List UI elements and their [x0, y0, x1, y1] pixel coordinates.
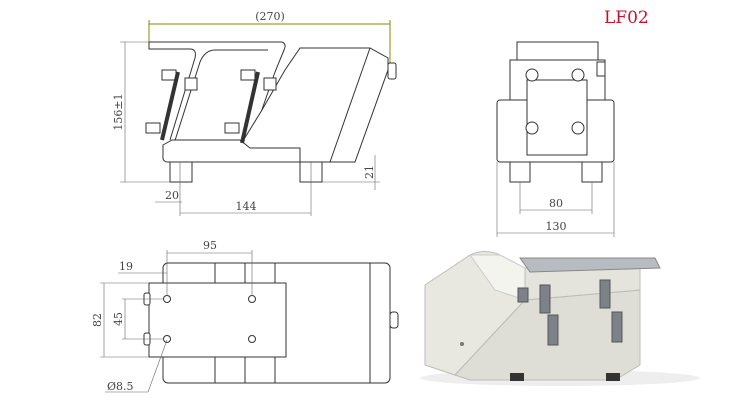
dim-foot-spacing: 144: [236, 200, 257, 213]
dim-edge-offset: 19: [119, 260, 133, 273]
product-photo: [420, 251, 700, 386]
foot-left: [169, 161, 193, 183]
model-label: LF02: [604, 8, 649, 28]
top-view: 95 19 82 45 Ø8.5: [91, 239, 399, 393]
bolts: [145, 69, 277, 144]
foot-left: [509, 161, 531, 183]
cable-gland: [389, 311, 399, 329]
dim-plate-width: 80: [549, 197, 563, 210]
dim-hole-diameter: Ø8.5: [107, 380, 134, 393]
side-view: (270) 156±1 21: [112, 10, 397, 216]
mounting-plate: [148, 282, 287, 358]
dim-foot-height: 21: [363, 165, 376, 179]
dim-overall-width: 130: [546, 220, 567, 233]
mounting-holes: [163, 295, 256, 343]
top-plate: [516, 41, 599, 61]
dim-overall-length: (270): [255, 10, 285, 23]
base: [162, 139, 301, 163]
dim-foot-offset: 20: [165, 189, 179, 202]
dim-hole-spacing-y: 45: [112, 312, 125, 326]
dim-plate-depth: 82: [91, 313, 104, 327]
foot-right: [581, 161, 603, 183]
dim-height: 156±1: [112, 93, 125, 130]
bolts: [525, 68, 585, 135]
cable-gland: [387, 62, 397, 80]
front-view: 80 130: [496, 41, 615, 237]
cable-gland: [596, 61, 606, 77]
clamp-block: [526, 79, 588, 156]
dim-hole-spacing-x: 95: [203, 239, 217, 252]
load-cell-housing: [229, 47, 389, 163]
